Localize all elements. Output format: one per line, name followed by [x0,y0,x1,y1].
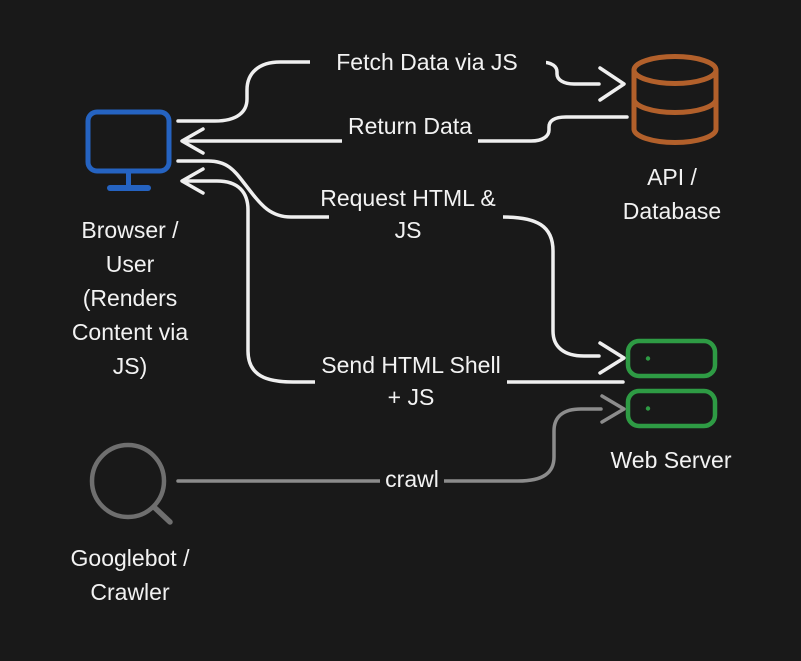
return-label-line: Return Data [347,113,473,139]
server-icon [625,338,718,429]
send-edge-label: Send HTML Shell + JS [321,349,500,413]
monitor-screen [85,109,172,174]
crawl-label-mask [380,462,444,496]
database-middle-band [631,96,719,115]
browser-label-line: Content via [71,319,189,345]
server-unit-top [625,338,718,379]
api-database-label-line: API / [647,164,697,190]
database-top-ellipse [631,54,719,86]
crawl-edge-path [176,407,603,483]
database-icon [631,54,719,145]
browser-label-line: User [105,251,155,277]
fetch-label-mask [310,45,546,78]
arrowhead-request-into-server-icon [598,341,626,375]
send-edge-path [185,179,625,384]
send-label-mask [315,348,507,414]
googlebot-label-line: Googlebot / [70,545,190,571]
crawl-label-line: crawl [385,466,439,492]
arrowhead-crawl-into-server-icon [600,394,626,424]
return-edge-label: Return Data [348,110,472,142]
magnifier-handle [151,504,173,525]
web-server-label-line: Web Server [610,447,732,473]
browser-node-label: Browser / User (Renders Content via JS) [72,213,188,383]
monitor-icon [85,109,172,191]
crawl-edge-label: crawl [385,463,439,495]
googlebot-node-label: Googlebot / Crawler [71,541,190,609]
web-server-node-label: Web Server [610,443,731,477]
browser-label-line: Browser / [81,217,179,243]
api-database-label-line: Database [622,198,722,224]
request-label-mask [329,182,503,246]
edge-label-masks [310,45,546,496]
magnifier-icon [89,442,173,525]
arrowhead-fetch-into-database-icon [598,66,626,102]
magnifier-lens [89,442,167,520]
api-database-node-label: API / Database [623,160,721,228]
send-label-line: Send HTML Shell [321,352,501,378]
send-label-line: + JS [387,384,435,410]
arrowhead-send-into-browser-icon [180,167,205,195]
request-label-line: Request HTML & [320,185,496,211]
fetch-edge-label: Fetch Data via JS [336,46,518,78]
return-label-mask [342,109,478,148]
server-led-bottom-icon [645,406,651,411]
server-unit-bottom [625,388,718,429]
request-edge-label: Request HTML & JS [320,182,496,246]
googlebot-label-line: Crawler [90,579,170,605]
fetch-label-line: Fetch Data via JS [336,49,518,75]
return-edge-path [185,115,629,143]
browser-label-line: (Renders [82,285,178,311]
crawl-edge-group [176,394,626,483]
browser-label-line: JS) [112,353,148,379]
server-leds [645,356,651,411]
database-bottom-arc [631,126,719,145]
request-label-line: JS [394,217,422,243]
arrowhead-return-into-browser-icon [180,127,205,155]
server-led-top-icon [645,356,651,361]
